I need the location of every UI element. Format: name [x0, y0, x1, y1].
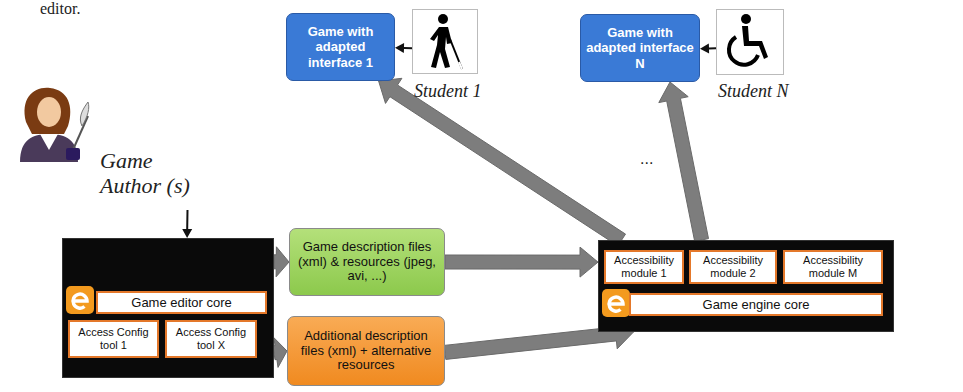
module-box: Accessibility module M: [783, 250, 883, 284]
core-box: Game engine core: [629, 293, 883, 316]
engine-panel: Accessibility module 1 Accessibility modu…: [598, 240, 894, 332]
file-box: Additional description files (xml) + alt…: [287, 316, 445, 386]
node-text: Game editor core: [131, 295, 231, 310]
flow-arrow: [274, 247, 289, 277]
ellipsis-label: ...: [640, 150, 653, 168]
node-text: Game with adapted interface N: [586, 25, 694, 72]
node-text: Access Config tool 1: [73, 326, 154, 351]
node-text: Game with adapted interface 1: [292, 24, 389, 71]
node-text: Student N: [718, 81, 789, 102]
flow-arrow: [445, 247, 598, 277]
node-text: Game engine core: [703, 297, 810, 312]
module-box: Accessibility module 1: [604, 250, 684, 284]
person-icon: [12, 82, 92, 166]
flow-arrow: [273, 338, 287, 368]
node-text: Accessibility module 1: [609, 254, 679, 279]
person-icon: [412, 9, 478, 78]
link-arrow: [182, 210, 192, 238]
core-box: Game editor core: [96, 291, 267, 314]
logo-icon: [65, 285, 95, 319]
node-text: Accessibility module 2: [694, 254, 772, 279]
file-box: Game description files (xml) & resources…: [289, 228, 445, 296]
node-text: Game Author (s): [100, 148, 212, 199]
node-text: Accessibility module M: [788, 254, 878, 279]
student-figure: Student 1: [412, 9, 512, 107]
caption-fragment: editor.: [40, 0, 80, 18]
node-text: Access Config tool X: [170, 326, 252, 351]
node-text: Additional description files (xml) + alt…: [293, 329, 439, 374]
flow-arrow: [659, 82, 709, 241]
author-figure: Game Author (s): [12, 82, 237, 210]
link-arrow: [395, 43, 412, 53]
game-box: Game with adapted interface 1: [286, 13, 395, 81]
link-arrow: [700, 43, 716, 53]
node-text: Student 1: [414, 81, 482, 102]
student-figure: Student N: [716, 9, 856, 107]
logo-icon: [601, 288, 631, 322]
tool-box: Access Config tool 1: [68, 320, 159, 358]
node-text: Game description files (xml) & resources…: [295, 240, 439, 285]
person-icon: [716, 9, 784, 79]
flow-arrow: [379, 78, 626, 246]
game-box: Game with adapted interface N: [580, 14, 700, 82]
module-box: Accessibility module 2: [689, 250, 777, 284]
editor-panel: Game editor coreAccess Config tool 1 Acce…: [62, 238, 274, 378]
tool-box: Access Config tool X: [165, 320, 257, 358]
